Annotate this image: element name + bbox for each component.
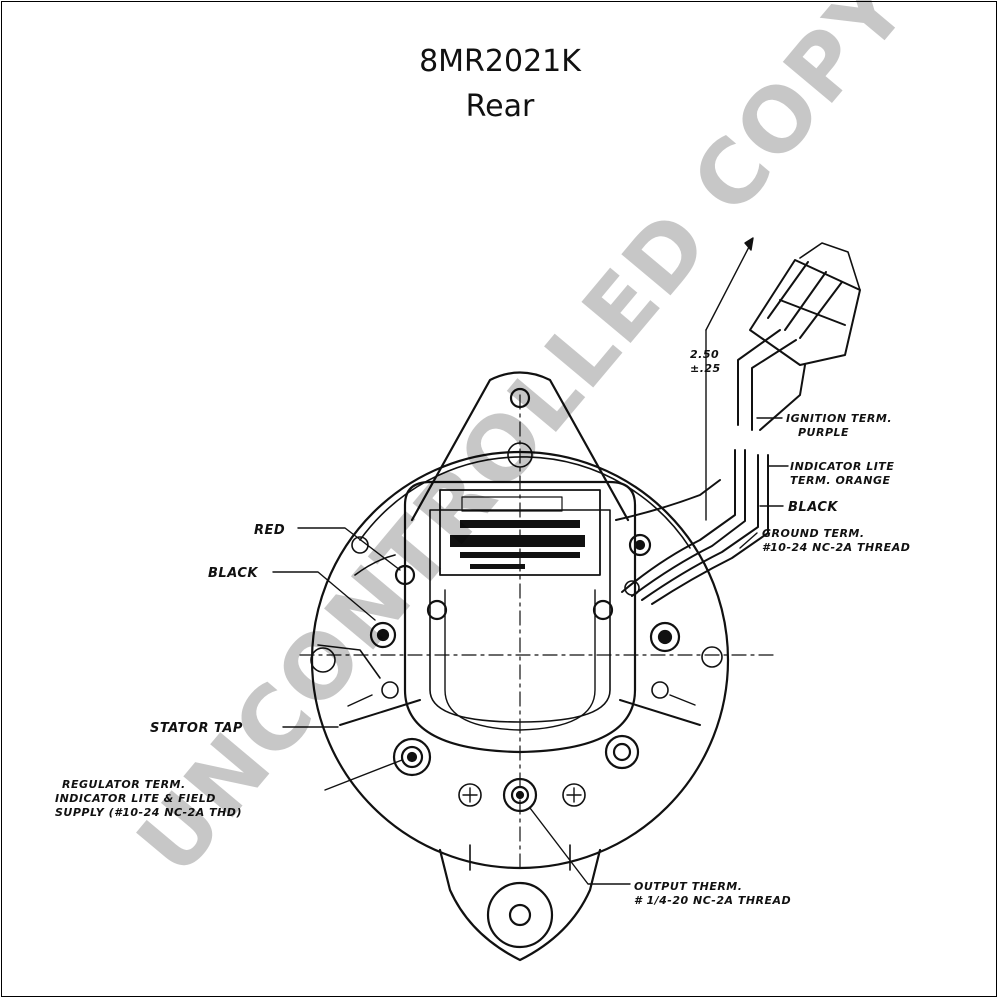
part-number-title: 8MR2021K — [419, 44, 581, 79]
regulator-screw-left — [426, 599, 448, 621]
output-stud — [502, 777, 538, 813]
lower-flange — [339, 699, 701, 726]
label-black-right: BLACK — [788, 500, 838, 515]
regulator-screw-right — [592, 599, 614, 621]
regulator-u-channel — [444, 589, 596, 731]
connector-plug — [749, 242, 861, 366]
dimension-value: 2.50 — [690, 348, 719, 361]
regulator-terminal-stud — [392, 737, 432, 777]
label-ground-line1: GROUND TERM. — [762, 527, 865, 540]
label-red: RED — [254, 523, 285, 538]
wiring-harness — [615, 329, 806, 605]
label-indicator-line1: INDICATOR LITE — [790, 460, 894, 473]
label-ignition-line2: PURPLE — [798, 426, 849, 439]
top-mount-hole — [509, 387, 531, 409]
bottom-mount-hole — [508, 903, 532, 927]
dimension-tolerance: ±.25 — [690, 362, 721, 375]
label-regulator-line3: SUPPLY (#10-24 NC-2A THD) — [55, 806, 242, 819]
regulator-nameplate — [439, 489, 601, 576]
label-stator-tap: STATOR TAP — [150, 721, 243, 736]
housing-inner-arc — [359, 456, 691, 549]
label-regulator-line2: INDICATOR LITE & FIELD — [55, 792, 216, 805]
label-output-line2: # 1/4-20 NC-2A THREAD — [634, 894, 791, 907]
label-output-line1: OUTPUT THERM. — [634, 880, 742, 893]
regulator-housing — [403, 480, 637, 754]
right-stud — [604, 734, 640, 770]
uncontrolled-copy-watermark: UNCONTROLLED COPY — [117, 0, 928, 893]
top-mounting-ear — [410, 371, 630, 522]
dimension-leader — [705, 237, 754, 521]
regulator-inner-frame — [429, 509, 611, 723]
alternator-housing — [310, 450, 730, 870]
bottom-mounting-ear — [438, 848, 602, 962]
callout-labels: RED BLACK STATOR TAP REGULATOR TERM. IND… — [55, 348, 910, 907]
bottom-mount-boss — [486, 881, 554, 949]
view-subtitle: Rear — [465, 89, 535, 124]
label-ground-line2: #10-24 NC-2A THREAD — [762, 541, 910, 554]
right-housing-hole — [701, 646, 723, 668]
small-screw-left — [458, 783, 482, 807]
callout-leaders — [272, 417, 789, 885]
label-indicator-line2: TERM. ORANGE — [790, 474, 891, 487]
label-black-left: BLACK — [208, 566, 258, 581]
left-housing-stud — [369, 621, 397, 649]
right-housing-stud — [649, 621, 681, 653]
small-screw-right — [562, 783, 586, 807]
label-ignition-line1: IGNITION TERM. — [786, 412, 892, 425]
centerlines — [299, 394, 776, 871]
label-regulator-line1: REGULATOR TERM. — [62, 778, 186, 791]
